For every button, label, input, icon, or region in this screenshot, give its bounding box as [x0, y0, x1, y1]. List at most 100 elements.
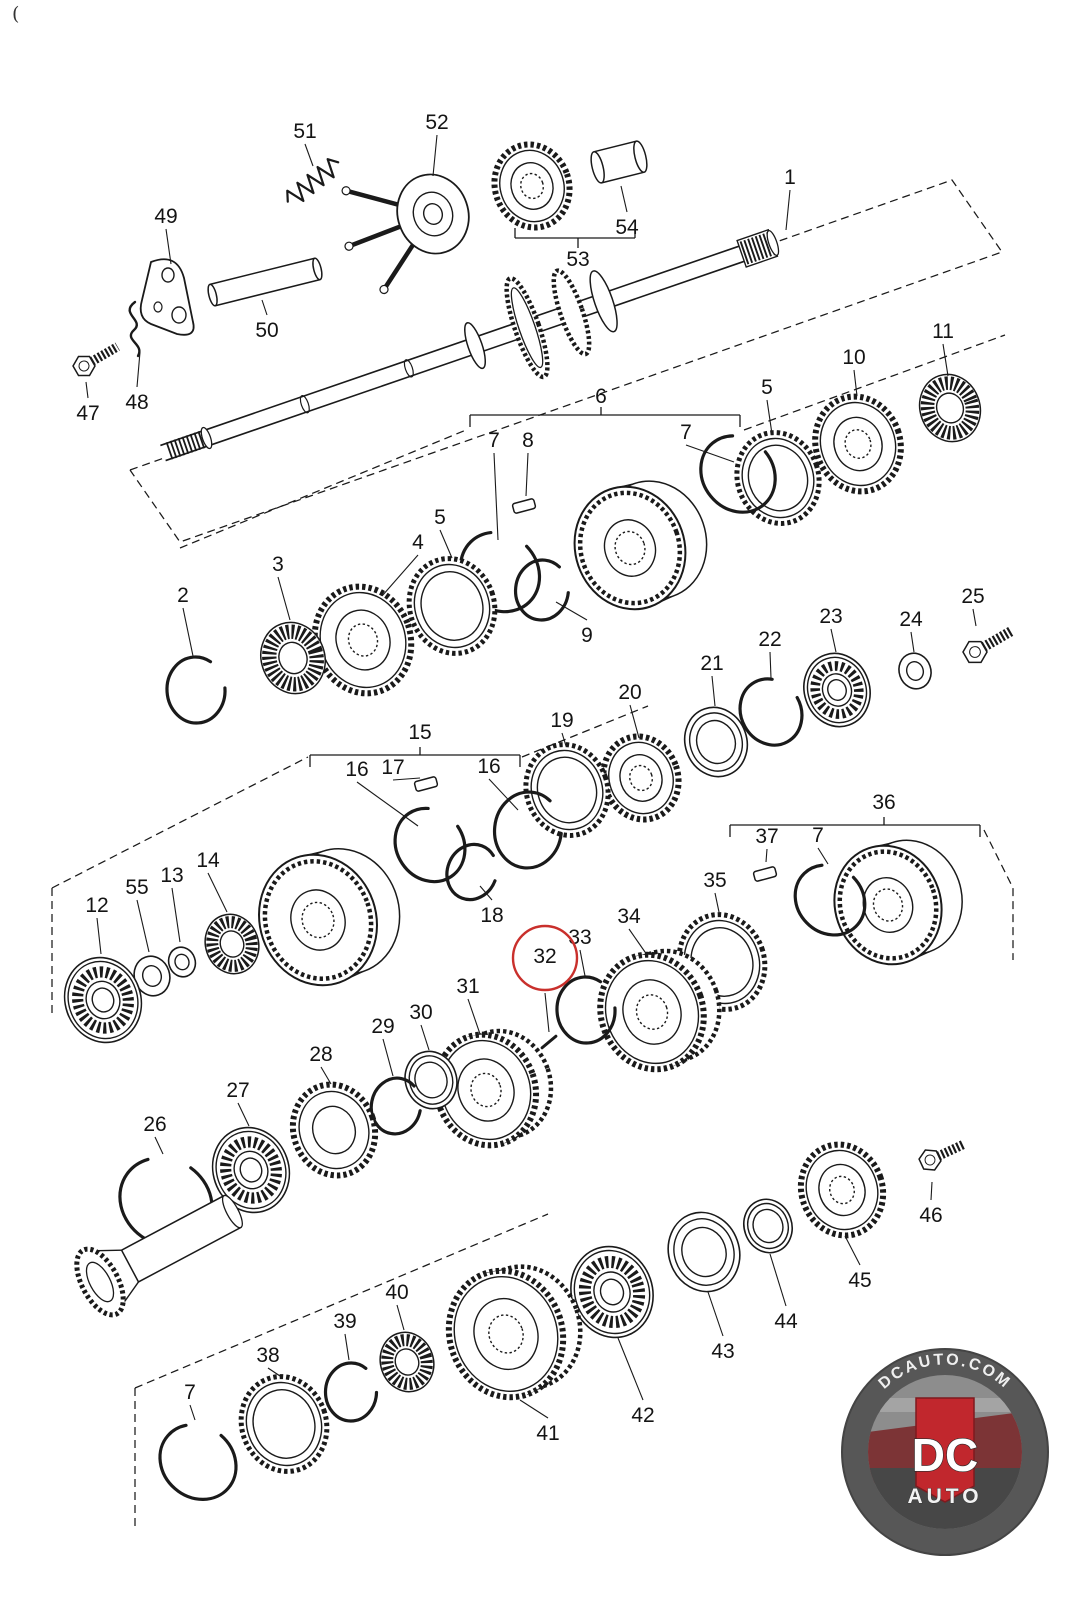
part-bolt-47 [72, 342, 120, 377]
boundary-dashed-line [51, 756, 309, 889]
part-label-32: 32 [533, 945, 556, 968]
part-ring-43 [667, 1211, 741, 1293]
part-snapring-18 [445, 842, 499, 902]
logo-wordmark: AUTO [907, 1485, 982, 1508]
part-label-45: 45 [848, 1269, 871, 1292]
part-label-12: 12 [85, 894, 108, 917]
logo-badge: DC AUTO DCAUTO.COM [841, 1348, 1049, 1556]
part-ring-30 [404, 1050, 458, 1110]
part-snapring-7c [793, 863, 867, 937]
part-label-21: 21 [700, 652, 723, 675]
leader-lines [85, 134, 977, 1421]
part-label-20: 20 [618, 681, 641, 704]
part-snapring-9 [513, 558, 571, 622]
part-snapring-2 [165, 655, 227, 725]
part-gear-34 [597, 948, 722, 1073]
boundary-dashed-line [134, 1213, 549, 1389]
part-ring-21 [683, 706, 749, 778]
part-label-46: 46 [919, 1204, 942, 1227]
part-label-10: 10 [842, 346, 865, 369]
part-snapring-29 [369, 1076, 423, 1136]
part-label-26: 26 [143, 1113, 166, 1136]
part-label-39: 39 [333, 1310, 356, 1333]
part-snapring-22 [738, 677, 804, 747]
part-bolt-46 [918, 1140, 966, 1171]
part-gear-31 [432, 1028, 554, 1149]
part-cage-3 [260, 621, 326, 695]
part-label-6: 6 [595, 385, 607, 408]
part-snapring-39 [323, 1361, 379, 1423]
highlight-circle-part-32 [511, 924, 579, 992]
part-label-5: 5 [434, 506, 446, 529]
part-bolt-25 [962, 626, 1014, 664]
part-gear-45 [797, 1141, 887, 1239]
part-key-37 [752, 866, 778, 882]
part-label-37: 37 [755, 825, 778, 848]
dashed-boundaries [51, 179, 1014, 1528]
part-sleeve-54 [590, 140, 648, 184]
part-label-27: 27 [226, 1079, 249, 1102]
logo-shield [915, 1397, 975, 1503]
part-snapring-7b [699, 434, 777, 514]
part-pin-50 [207, 257, 323, 307]
boundary-dashed-line [983, 829, 1014, 960]
part-label-34: 34 [617, 905, 641, 928]
part-key-8 [511, 498, 537, 514]
boundary-dashed-line [129, 179, 1003, 543]
part-label-1: 1 [784, 166, 796, 189]
part-label-2: 2 [177, 584, 189, 607]
part-label-7: 7 [488, 429, 500, 452]
part-washer-55 [133, 955, 171, 997]
part-washer-24 [898, 652, 932, 690]
label-brackets [309, 228, 981, 837]
part-label-24: 24 [899, 608, 923, 631]
part-label-42: 42 [631, 1404, 654, 1427]
part-label-15: 15 [408, 721, 431, 744]
part-label-41: 41 [536, 1422, 559, 1445]
part-label-7: 7 [184, 1381, 196, 1404]
bracket-line [729, 817, 981, 837]
part-label-38: 38 [256, 1344, 279, 1367]
part-plate-49 [139, 258, 195, 336]
part-label-7: 7 [812, 824, 824, 847]
part-key-17 [413, 776, 439, 792]
bracket-line [469, 407, 741, 427]
part-label-33: 33 [568, 926, 591, 949]
logo-monogram: DC [912, 1429, 978, 1481]
part-ring-5b [734, 430, 822, 526]
part-label-19: 19 [550, 709, 573, 732]
part-label-30: 30 [409, 1001, 432, 1024]
part-label-16: 16 [345, 758, 368, 781]
part-bearing-23 [803, 652, 871, 728]
part-snapring-7d [158, 1423, 238, 1501]
part-label-3: 3 [272, 553, 284, 576]
part-label-22: 22 [758, 628, 781, 651]
part-label-4: 4 [412, 531, 424, 554]
part-ring-13 [167, 946, 197, 978]
part-snapring-33 [555, 975, 617, 1045]
part-pinion-shaft [74, 1194, 243, 1318]
stray-mark: ( [12, 3, 19, 25]
part-label-9: 9 [581, 624, 593, 647]
part-label-47: 47 [76, 402, 99, 425]
part-label-50: 50 [255, 319, 278, 342]
bracket-line [309, 747, 521, 767]
part-clip-48 [128, 300, 141, 358]
part-label-44: 44 [774, 1310, 798, 1333]
part-cage-14 [204, 913, 260, 975]
exploded-parts [63, 140, 1014, 1501]
part-flange-52 [341, 173, 470, 295]
part-shaft-1 [160, 228, 780, 462]
part-hub-15 [258, 848, 401, 987]
part-label-11: 11 [932, 320, 954, 343]
highlight-layer [511, 924, 579, 992]
part-label-55: 55 [125, 876, 148, 899]
part-hub-6 [573, 480, 708, 611]
part-label-31: 31 [456, 975, 479, 998]
bracket-line [514, 228, 636, 248]
part-label-53: 53 [566, 248, 589, 271]
part-label-35: 35 [703, 869, 726, 892]
part-label-28: 28 [309, 1043, 332, 1066]
